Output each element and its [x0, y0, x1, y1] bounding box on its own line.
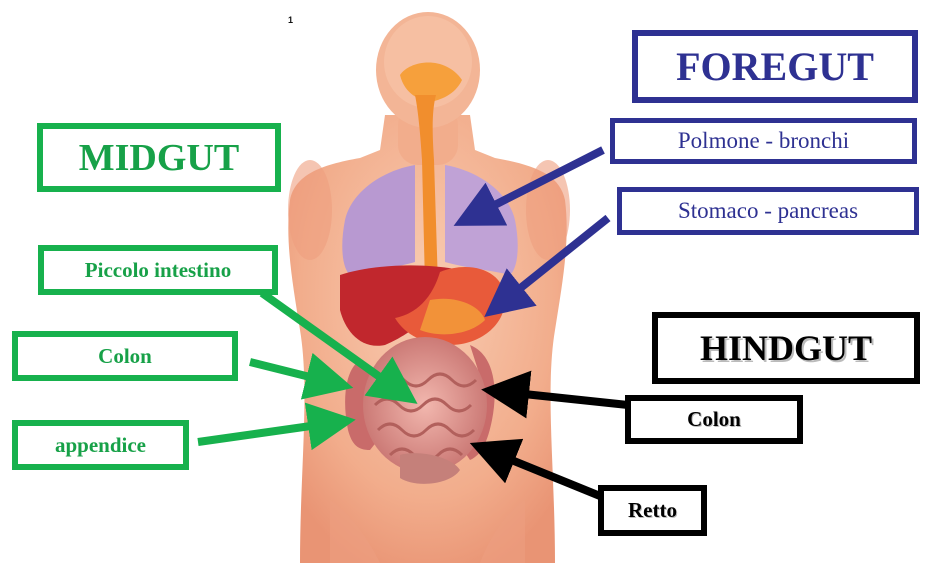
midgut-title-text: MIDGUT	[79, 136, 239, 180]
label-stomaco-pancreas: Stomaco - pancreas	[617, 187, 919, 235]
hindgut-title: HINDGUT	[652, 312, 920, 384]
label-piccolo-intestino: Piccolo intestino	[38, 245, 278, 295]
label-colon-hind: Colon	[625, 395, 803, 444]
label-polmone-bronchi-text: Polmone - bronchi	[678, 128, 849, 154]
label-colon-mid-text: Colon	[98, 344, 152, 369]
hindgut-title-text: HINDGUT	[700, 327, 872, 369]
foregut-title-text: FOREGUT	[676, 43, 874, 90]
label-stomaco-pancreas-text: Stomaco - pancreas	[678, 198, 858, 224]
foregut-title: FOREGUT	[632, 30, 918, 103]
label-piccolo-intestino-text: Piccolo intestino	[85, 258, 231, 283]
label-appendice-text: appendice	[55, 433, 146, 458]
label-retto-text: Retto	[628, 498, 677, 523]
label-appendice: appendice	[12, 420, 189, 470]
label-retto: Retto	[598, 485, 707, 536]
label-polmone-bronchi: Polmone - bronchi	[610, 118, 917, 164]
label-colon-hind-text: Colon	[687, 407, 741, 432]
midgut-title: MIDGUT	[37, 123, 281, 192]
figure-number: 1	[288, 15, 293, 25]
label-colon-mid: Colon	[12, 331, 238, 381]
small-intestine	[363, 337, 487, 473]
